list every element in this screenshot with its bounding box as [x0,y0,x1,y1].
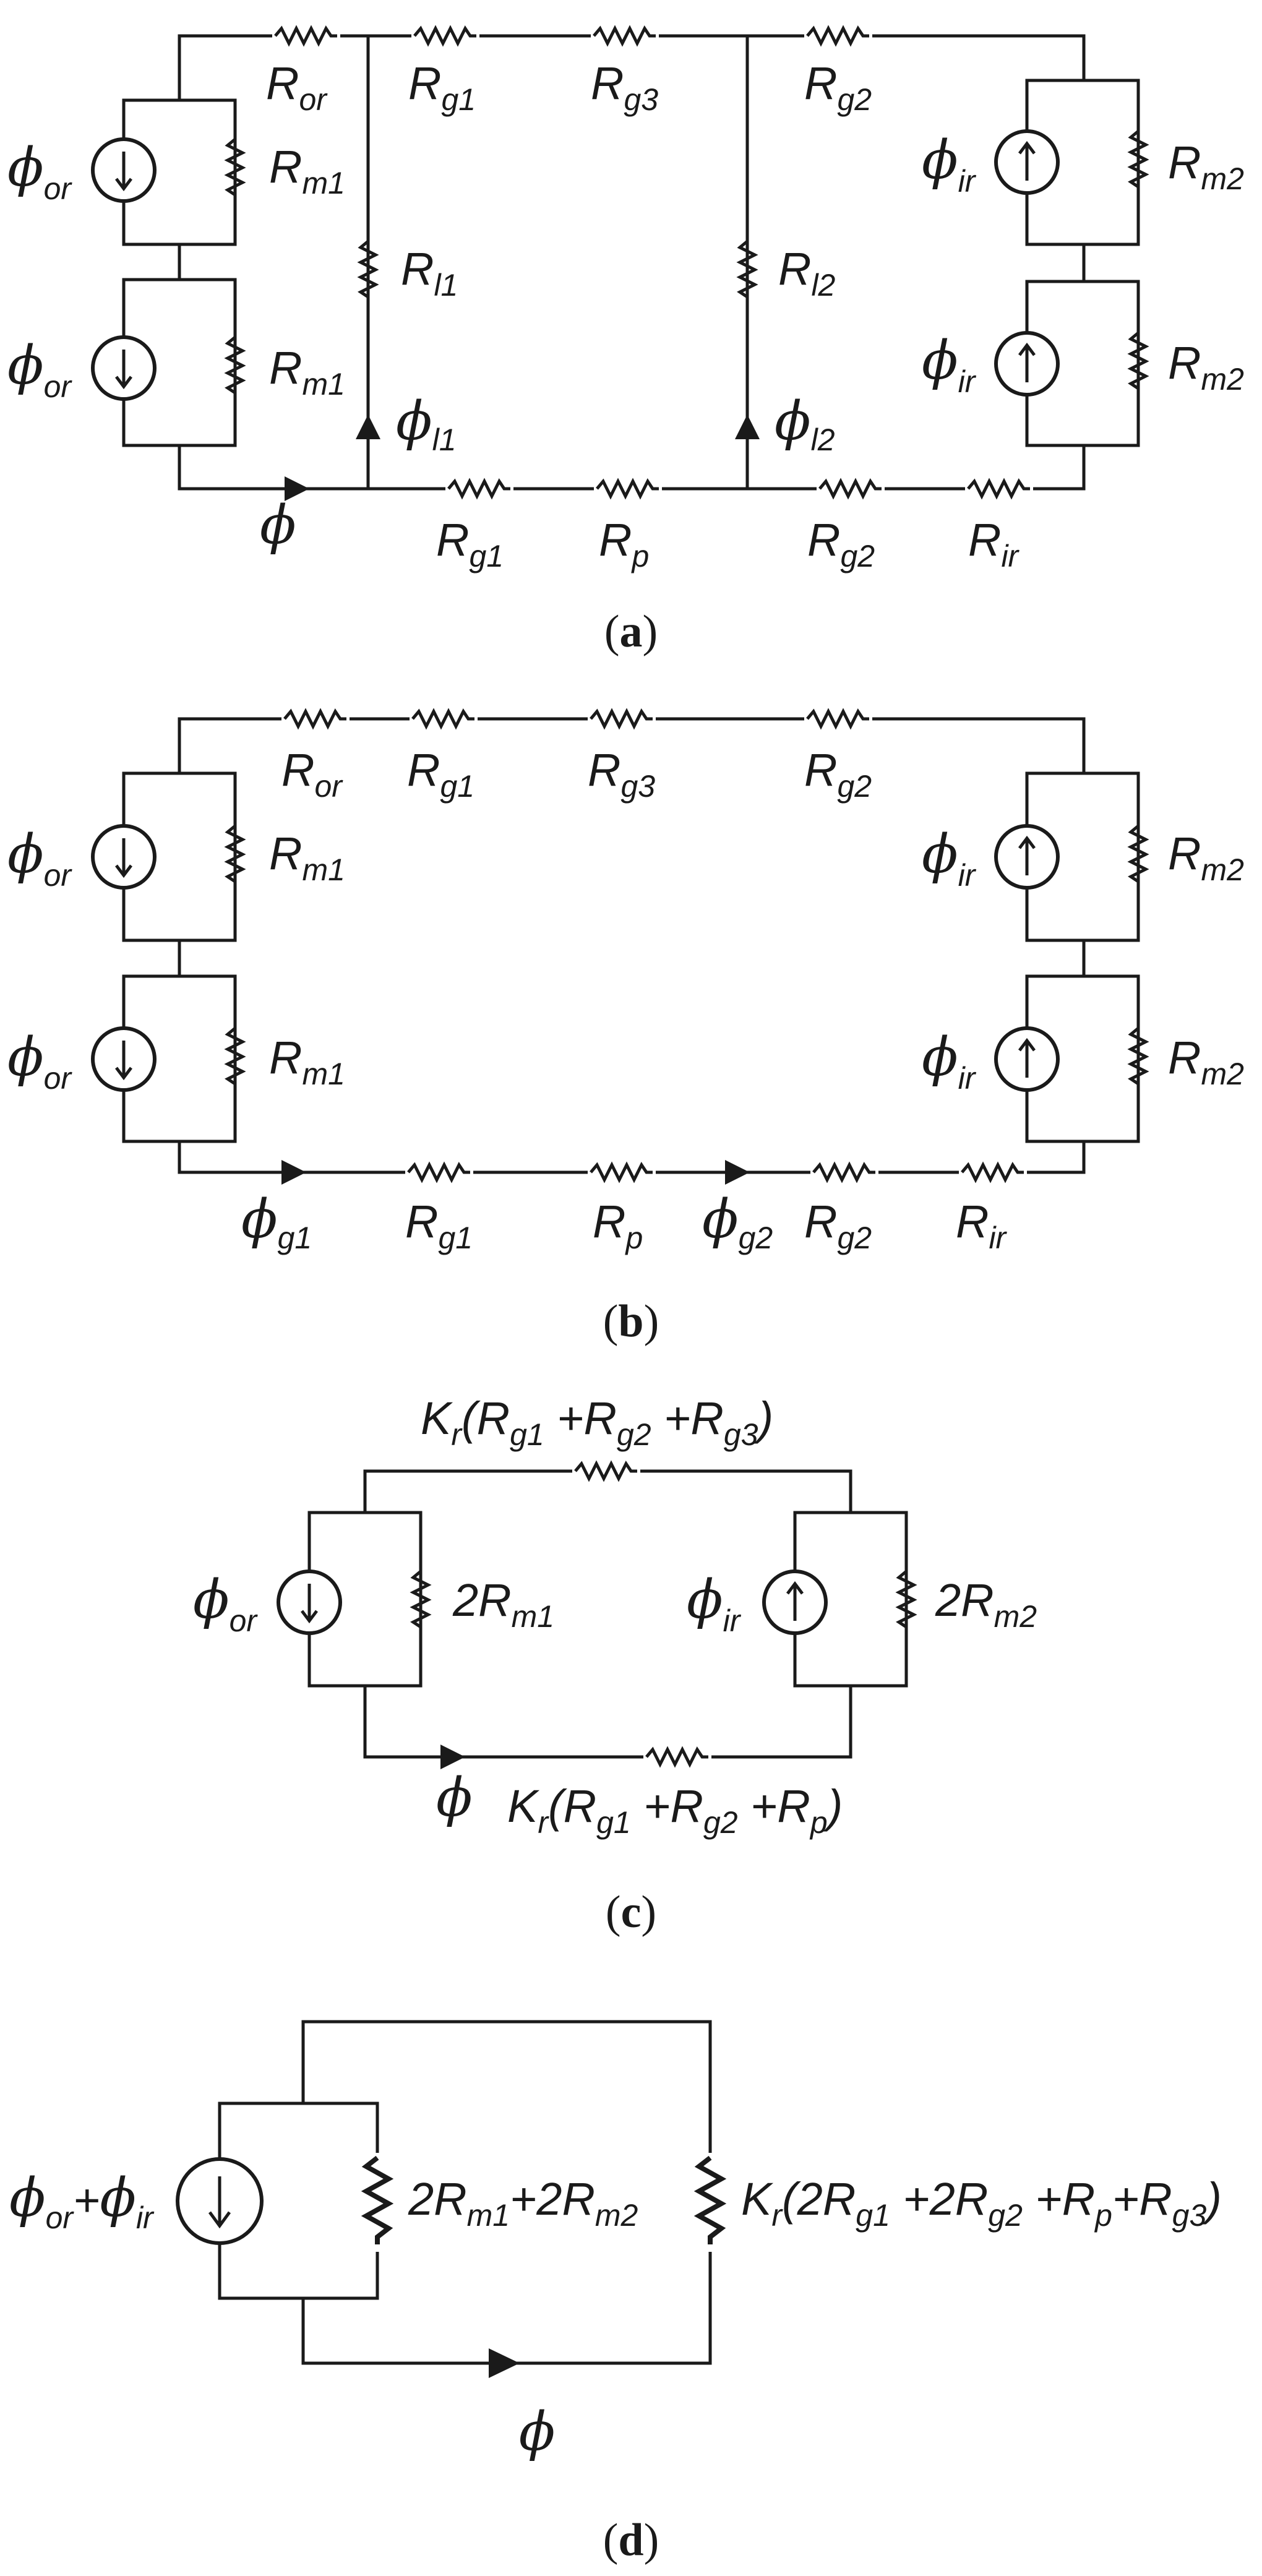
label-r-m1: Rm1 [269,1032,345,1091]
label-2r-m2: 2Rm2 [935,1574,1037,1634]
label-r-g1: Rg1 [407,744,474,804]
flux-source-icon [93,337,155,399]
flux-arrow-icon [725,1160,750,1185]
label-r-m2: Rm2 [1168,1032,1244,1091]
label-r-g2: Rg2 [807,514,875,573]
label-phi-ir: ϕir [922,823,977,893]
panel-caption: (d) [603,2515,659,2565]
flux-source-icon [93,826,155,888]
flux-arrow-icon [281,1160,306,1185]
label-r-m1: Rm1 [269,141,345,200]
label-r-ir: Rir [968,514,1020,573]
flux-arrow-icon [440,1745,465,1769]
label-phi-ir: ϕir [922,330,977,399]
flux-source-icon [996,1028,1058,1090]
panel-c: Kr(Rg1 +Rg2 +Rg3) ϕor 2Rm1 ϕir 2Rm2 ϕ Kr… [193,1393,1037,1938]
label-r-g3: Rg3 [591,58,658,117]
label-r-g2: Rg2 [804,744,872,804]
flux-source-icon [764,1571,826,1633]
label-phi-or: ϕor [193,1569,258,1638]
label-phi-l1: ϕl1 [396,390,457,457]
label-r-g2: Rg2 [804,58,872,117]
flux-source-icon [178,2159,262,2243]
label-phi-g1: ϕg1 [241,1188,312,1255]
label-phi: ϕ [260,494,296,556]
label-r-g3: Rg3 [588,744,655,804]
panel-a: ϕor Rm1 ϕor Rm1 Ror Rg1 Rg3 Rg2 Rl1 Rl2 … [7,25,1244,657]
panel-caption: (a) [604,606,658,657]
label-r-ir: Rir [956,1196,1008,1255]
label-r-g1: Rg1 [405,1196,473,1255]
label-r-m2: Rm2 [1168,828,1244,887]
label-r-m1: Rm1 [269,828,345,887]
label-phi-or: ϕor [7,1026,72,1096]
label-r-g1: Rg1 [436,514,504,573]
flux-source-icon [278,1571,340,1633]
label-r-p: Rp [593,1196,643,1255]
flux-arrow-icon [735,414,760,439]
flux-arrow-icon [285,476,309,501]
label-phi-ir: ϕir [922,129,977,199]
label-phi-or: ϕor [7,823,72,893]
label-phi-or: ϕor [7,137,72,206]
label-phi-or: ϕor [7,335,72,404]
flux-source-icon [93,139,155,201]
flux-source-icon [996,131,1058,193]
panel-b: ϕor Rm1 ϕor Rm1 Ror Rg1 Rg3 Rg2 ϕir Rm2 … [7,708,1244,1347]
label-source-sum: ϕor+ϕir [9,2167,155,2235]
label-r-m1: Rm1 [269,342,345,401]
label-r-l1: Rl1 [401,243,458,303]
label-r-g1: Rg1 [408,58,476,117]
label-phi: ϕ [436,1767,473,1829]
label-top-expression: Kr(Rg1 +Rg2 +Rg3) [421,1393,773,1452]
label-phi-ir: ϕir [922,1026,977,1096]
label-phi-g2: ϕg2 [702,1188,773,1255]
panel-caption: (c) [606,1887,656,1938]
label-r-p: Rp [599,514,649,573]
label-phi-ir: ϕir [687,1569,742,1638]
flux-arrow-icon [489,2348,520,2378]
label-mid-expression: 2Rm1+2Rm2 [408,2173,638,2233]
label-bottom-expression: Kr(Rg1 +Rg2 +Rp) [507,1780,843,1840]
flux-source-icon [996,826,1058,888]
label-phi-l2: ϕl2 [775,390,835,457]
flux-source-icon [93,1028,155,1090]
label-r-m2: Rm2 [1168,137,1244,196]
label-right-expression: Kr(2Rg1 +2Rg2 +Rp+Rg3) [741,2173,1222,2233]
label-r-or: Ror [266,58,328,117]
label-r-or: Ror [281,744,343,804]
panel-caption: (b) [603,1296,659,1347]
label-r-l2: Rl2 [778,243,836,303]
label-r-m2: Rm2 [1168,337,1244,397]
flux-source-icon [996,333,1058,395]
flux-arrow-icon [356,414,380,439]
label-2r-m1: 2Rm1 [452,1574,554,1634]
panel-d: ϕor+ϕir 2Rm1+2Rm2 Kr(2Rg1 +2Rg2 +Rp+Rg3)… [9,2020,1222,2565]
label-phi: ϕ [519,2401,556,2463]
label-r-g2: Rg2 [804,1196,872,1255]
